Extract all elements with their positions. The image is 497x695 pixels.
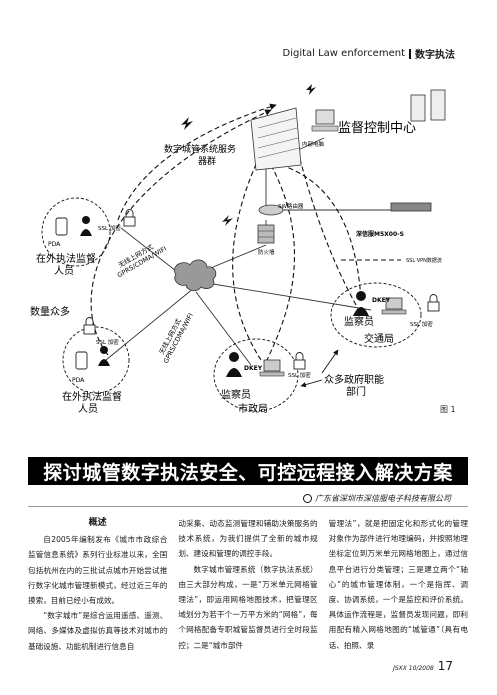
city-bureau-ring <box>213 338 299 412</box>
gateway-label: 深信服M5X00-S <box>356 230 404 238</box>
router-label: SW路由器 <box>278 202 304 210</box>
lightning-icons <box>181 84 316 226</box>
author-bullet-icon <box>303 494 312 503</box>
article-body: 概述 自2005年编制发布《城市市政综合监管信息系统》系列行业标准以来，全国包括… <box>28 516 468 671</box>
field-unit-top-ring <box>41 197 111 267</box>
header-chinese: 数字执法 <box>415 50 455 61</box>
author-name: 广东省深圳市深信服电子科技有限公司 <box>315 494 451 503</box>
center-title: 监督控制中心 <box>338 121 416 136</box>
computer-icon <box>311 109 339 132</box>
page-number: 17 <box>437 659 453 673</box>
ssl-label-bottom: SSL 加密 <box>96 338 119 346</box>
gov-depts-label: 众多政府职能 部门 <box>324 373 387 398</box>
internal-pc-label: 内部电脑 <box>302 140 325 148</box>
lock-icon <box>123 209 136 227</box>
paragraph: 管理法”，就是把固定化和形式化的管理对象作为部件进行地理编码，并按照地理坐标定位… <box>328 519 468 650</box>
field-unit-bottom-ring <box>62 326 130 394</box>
issue-label: JSXX 10/2008 <box>393 665 434 672</box>
gov-depts-line: 部门 <box>346 385 366 398</box>
lock-icon <box>427 294 440 312</box>
lightning-icon <box>306 84 316 95</box>
vpn-legend-label: SSL VPN数据流 <box>406 257 442 264</box>
paragraph: 自2005年编制发布《城市市政综合监管信息系统》系列行业标准以来，全国包括杭州在… <box>28 535 168 606</box>
gov-depts-line: 众多政府职能 <box>324 373 384 386</box>
ssl-label-transport: SSL 加密 <box>410 320 433 328</box>
person-icon <box>353 291 369 316</box>
supervisor-label-transport: 监察员 <box>344 315 374 328</box>
field-bottom-label: 在外执法监督 人员 <box>62 390 125 415</box>
header-english: Digital Law enforcement <box>282 48 406 59</box>
gateway-device-icon <box>390 202 432 212</box>
column-3: 管理法”，就是把固定化和形式化的管理对象作为部件进行地理编码，并按照地理坐标定位… <box>329 516 468 671</box>
person-icon <box>98 346 110 366</box>
router-icon <box>258 204 284 216</box>
pda-label-bottom: PDA <box>72 377 85 384</box>
computer-icon <box>259 359 285 377</box>
computer-icon <box>381 297 407 315</box>
figure-number: 图 1 <box>440 405 456 414</box>
server-group-line: 器群 <box>198 155 216 167</box>
lightning-icon <box>222 215 233 226</box>
pda-label-top: PDA <box>48 241 61 248</box>
running-header: Digital Law enforcement 数字执法 <box>283 46 456 61</box>
header-divider <box>409 48 411 59</box>
paragraph: 数字城市管理系统（数字执法系统）由三大部分构成，一是“万米单元网格管理法”，即运… <box>178 564 318 650</box>
article-title: 探讨城管数字执法安全、可控远程接入解决方案 <box>28 457 468 485</box>
person-icon <box>226 352 242 377</box>
internet-cloud-icon <box>174 259 217 291</box>
column-1: 概述 自2005年编制发布《城市市政综合监管信息系统》系列行业标准以来，全国包括… <box>28 516 167 671</box>
transport-ring <box>330 282 422 348</box>
ssl-label-city: SSL 加密 <box>288 371 311 379</box>
gov-arrow-up <box>321 349 339 374</box>
transport-label: 交通局 <box>364 332 394 345</box>
field-top-line: 人员 <box>54 265 74 277</box>
tower-icon <box>410 89 446 122</box>
field-top-line: 在外执法监督 <box>36 252 96 265</box>
field-bottom-line: 人员 <box>78 403 98 415</box>
title-rule <box>28 506 468 507</box>
column-2: 动采集、动态监测管理和辅助决策服务的技术系统，为我们提供了全新的城市规划、建设和… <box>178 516 317 671</box>
author-line: 广东省深圳市深信服电子科技有限公司 <box>303 493 451 504</box>
overview-heading: 概述 <box>88 518 107 528</box>
lightning-icon <box>181 117 193 130</box>
field-top-label: 在外执法监督 人员 <box>36 252 99 277</box>
supervisor-label-city: 监察员 <box>221 388 251 401</box>
server-group-line: 数字城管系统服务 <box>164 143 236 155</box>
firewall-label: 防火墙 <box>258 248 275 256</box>
lock-icon <box>293 352 306 370</box>
network-diagram: 数字城管系统服务 器群 监督控制中心 内部电脑 SW路由器 防火墙 深信服M5X… <box>30 84 446 415</box>
pda-icon <box>55 217 68 236</box>
dkey-label-city: DKEY <box>244 365 263 372</box>
paragraph: 动采集、动态监测管理和辅助决策服务的技术系统，为我们提供了全新的城市规划、建设和… <box>178 519 318 559</box>
server-group-label: 数字城管系统服务 器群 <box>164 143 239 167</box>
pda-icon <box>75 351 88 370</box>
city-bureau-label: 市政局 <box>238 402 268 415</box>
many-label: 数量众多 <box>30 305 70 318</box>
person-icon <box>80 216 92 236</box>
page-footer: JSXX 10/2008 17 <box>393 659 453 673</box>
paragraph: “数字城市”是综合运用遥感、遥测、网络、多媒体及虚拟仿真等技术对城市的基础设施、… <box>28 611 168 651</box>
dkey-label-transport: DKEY <box>372 297 391 304</box>
server-rack-icon <box>250 107 302 171</box>
ssl-label-top: SSL 加密 <box>98 224 121 232</box>
firewall-icon <box>257 224 275 244</box>
field-bottom-line: 在外执法监督 <box>62 390 122 403</box>
lock-icon <box>83 317 96 335</box>
gov-arrow-left <box>300 379 323 388</box>
